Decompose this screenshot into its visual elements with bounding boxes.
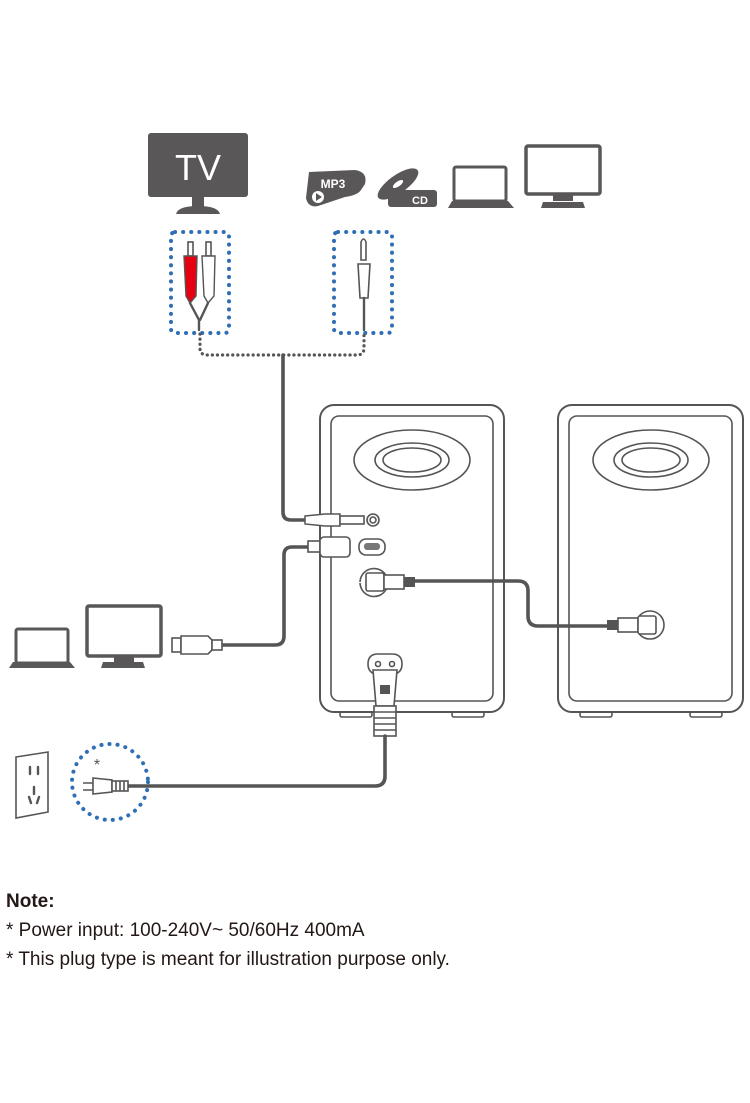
mp3-label: MP3 [321, 177, 346, 191]
laptop-icon [448, 165, 514, 208]
power-plug [83, 777, 129, 795]
laptop-icon-usb [9, 627, 75, 668]
dotted-cable-join [198, 332, 366, 357]
tv-label: TV [175, 147, 221, 188]
aux-cable [281, 353, 307, 522]
mp3-player-icon: MP3 [306, 170, 366, 207]
aux-jack-plug [304, 513, 380, 527]
aux-cable-plug [357, 238, 371, 332]
cd-player-icon: CD [377, 168, 437, 207]
usb-cable [220, 545, 310, 647]
note-plug-type: * This plug type is meant for illustrati… [6, 949, 450, 970]
ac-power-inlet [367, 653, 403, 737]
monitor-icon-usb [85, 604, 163, 668]
note-section: Note: * Power input: 100-240V~ 50/60Hz 4… [6, 888, 450, 974]
usb-a-plug [171, 635, 223, 655]
note-power-input: * Power input: 100-240V~ 50/60Hz 400mA [6, 920, 365, 941]
aux-highlight [332, 230, 394, 335]
connection-diagram: TV MP3 CD [9, 133, 744, 822]
wall-outlet-icon [15, 751, 49, 819]
power-cable [126, 734, 387, 788]
tv-icon: TV [148, 133, 248, 214]
power-plug-asterisk: * [94, 757, 100, 774]
rca-cable [183, 241, 216, 332]
speaker-link-in [607, 610, 665, 640]
right-speaker [557, 404, 744, 718]
power-plug-highlight [70, 742, 150, 822]
monitor-icon [524, 144, 602, 208]
note-title: Note: [6, 891, 55, 912]
speaker-link-cable [413, 579, 609, 628]
speaker-link-out [359, 567, 415, 598]
left-speaker [319, 404, 505, 718]
usb-c-plug [307, 536, 386, 558]
cd-label: CD [412, 195, 428, 207]
